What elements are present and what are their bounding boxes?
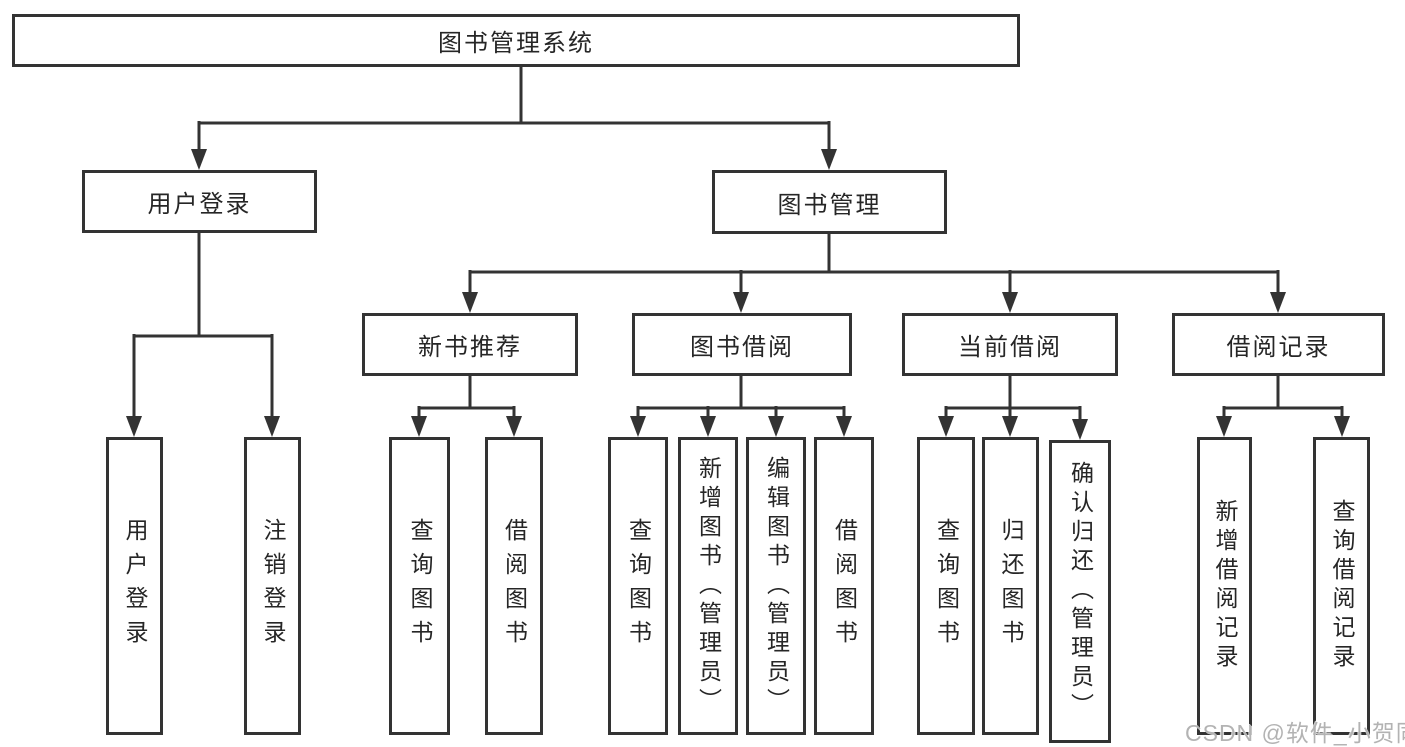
node-borrow-record-label: 借阅记录 <box>1226 334 1331 361</box>
node-borrow-record: 借阅记录 <box>1172 313 1385 376</box>
leaf-edit-book: 编辑图书（管理员） <box>746 437 806 735</box>
leaf-query-borrow-record-label: 查询借阅记录 <box>1329 499 1355 673</box>
leaf-borrow-book-borrow: 借阅图书 <box>814 437 874 735</box>
leaf-confirm-return: 确认归还（管理员） <box>1049 440 1111 743</box>
leaf-add-borrow-record-label: 新增借阅记录 <box>1212 499 1238 673</box>
leaf-edit-book-label: 编辑图书（管理员） <box>763 455 790 717</box>
leaf-query-book-rec: 查询图书 <box>389 437 450 735</box>
leaf-query-book-current-label: 查询图书 <box>933 518 960 654</box>
leaf-add-borrow-record: 新增借阅记录 <box>1197 437 1252 735</box>
node-book-borrow-label: 图书借阅 <box>690 334 794 361</box>
connector-book-mgmt-children <box>462 233 1286 313</box>
leaf-add-book: 新增图书（管理员） <box>678 437 738 735</box>
leaf-add-book-label: 新增图书（管理员） <box>695 455 722 717</box>
node-book-borrow: 图书借阅 <box>632 313 852 376</box>
leaf-user-login: 用户登录 <box>106 437 163 735</box>
leaf-confirm-return-label: 确认归还（管理员） <box>1067 461 1094 722</box>
leaf-borrow-book-rec: 借阅图书 <box>485 437 543 735</box>
leaf-query-book-rec-label: 查询图书 <box>407 518 433 654</box>
leaf-return-book: 归还图书 <box>982 437 1039 735</box>
leaf-query-borrow-record: 查询借阅记录 <box>1313 437 1370 735</box>
leaf-logout-label: 注销登录 <box>260 518 286 654</box>
connector-borrow-record-children <box>1216 376 1350 437</box>
node-new-book-rec: 新书推荐 <box>362 313 578 376</box>
leaf-user-login-label: 用户登录 <box>122 518 148 654</box>
leaf-query-book-current: 查询图书 <box>917 437 975 735</box>
node-user-login-label: 用户登录 <box>147 191 252 218</box>
leaf-query-book-borrow-label: 查询图书 <box>625 518 652 654</box>
leaf-logout: 注销登录 <box>244 437 301 735</box>
node-current-borrow-label: 当前借阅 <box>958 334 1062 361</box>
leaf-borrow-book-rec-label: 借阅图书 <box>501 518 528 654</box>
connector-current-borrow-children <box>938 376 1088 440</box>
leaf-return-book-label: 归还图书 <box>998 518 1024 654</box>
connector-new-book-rec-children <box>411 376 522 437</box>
leaf-borrow-book-borrow-label: 借阅图书 <box>831 518 858 654</box>
node-user-login: 用户登录 <box>82 170 317 233</box>
connector-root-to-level2 <box>191 67 837 170</box>
node-book-mgmt: 图书管理 <box>712 170 947 234</box>
csdn-watermark: CSDN @软件_小贺同学 <box>1185 720 1405 746</box>
node-book-mgmt-label: 图书管理 <box>777 191 882 219</box>
node-new-book-rec-label: 新书推荐 <box>418 334 522 361</box>
node-root-label: 图书管理系统 <box>438 30 594 57</box>
connector-book-borrow-children <box>630 376 852 437</box>
leaf-query-book-borrow: 查询图书 <box>608 437 668 735</box>
node-root-library-system: 图书管理系统 <box>12 14 1020 67</box>
node-current-borrow: 当前借阅 <box>902 313 1118 376</box>
connector-user-login-children <box>126 233 280 437</box>
